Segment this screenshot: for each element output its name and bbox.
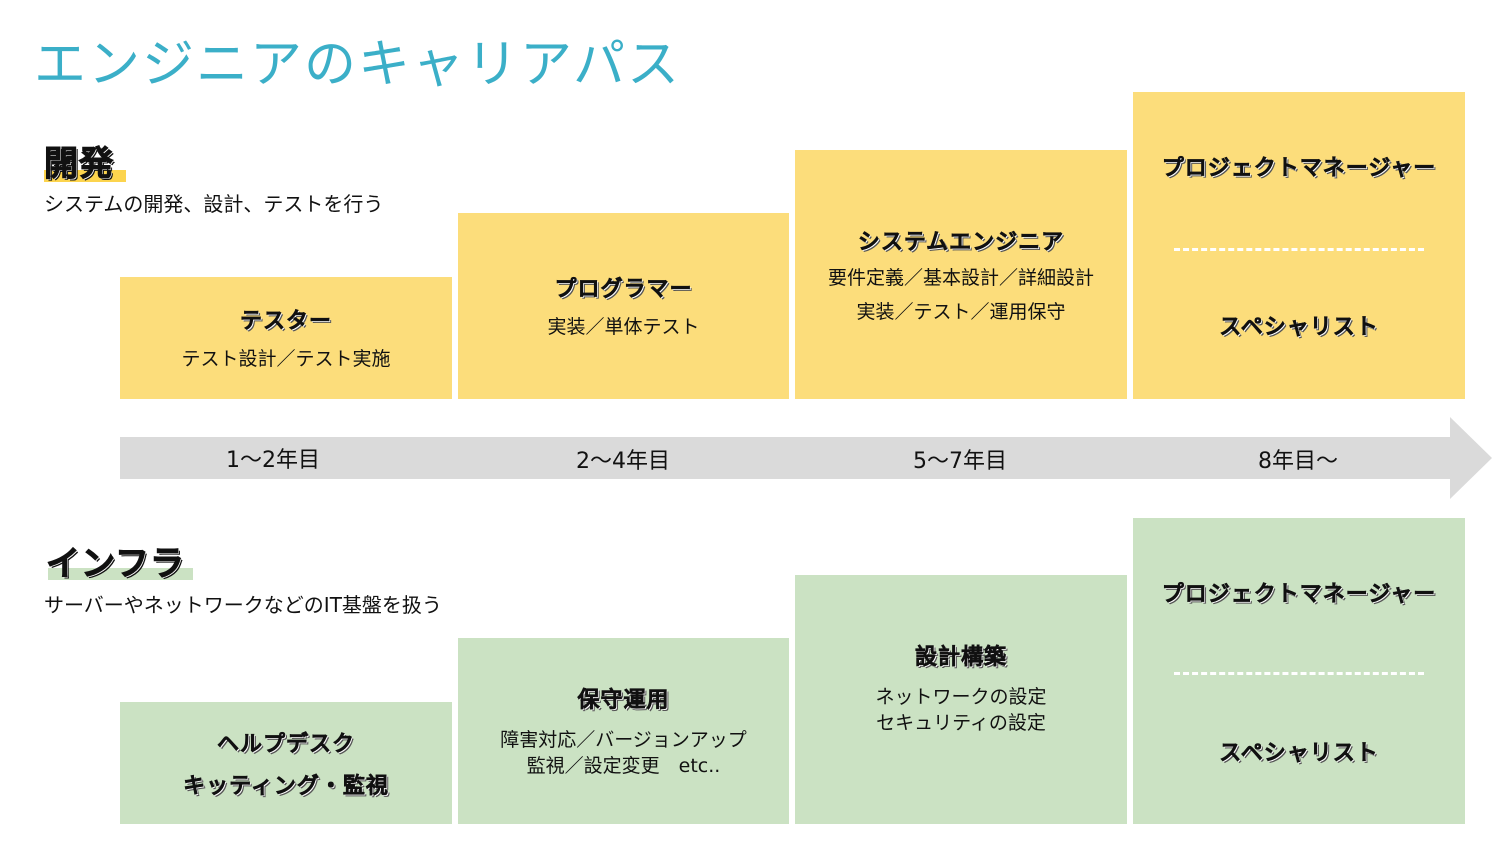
- dev-stage-system-engineer: システムエンジニア 要件定義／基本設計／詳細設計 実装／テスト／運用保守: [795, 150, 1127, 399]
- dashed-divider: [1174, 671, 1424, 675]
- dev-stage-pm-specialist: プロジェクトマネージャー スペシャリスト: [1133, 92, 1465, 399]
- role-detail: テスト設計／テスト実施: [181, 348, 391, 371]
- timeline-label-4: 8年目〜: [1258, 449, 1338, 474]
- infra-heading: インフラ: [46, 544, 185, 585]
- role-label-specialist: スペシャリスト: [1219, 315, 1379, 341]
- role-detail: 実装／単体テスト: [547, 316, 700, 339]
- infra-heading-underline: [48, 568, 193, 580]
- role-detail: 実装／テスト／運用保守: [856, 300, 1066, 323]
- role-label: テスター: [239, 309, 332, 335]
- dev-heading-underline: [44, 170, 126, 182]
- role-detail: セキュリティの設定: [876, 711, 1046, 734]
- dev-heading: 開発: [44, 144, 114, 185]
- dev-stage-tester: テスター テスト設計／テスト実施: [120, 277, 452, 399]
- role-detail: 要件定義／基本設計／詳細設計: [827, 266, 1094, 289]
- dashed-divider: [1174, 248, 1424, 251]
- infra-stage-maintenance: 保守運用 障害対応／バージョンアップ 監視／設定変更 etc..: [458, 638, 789, 824]
- role-detail: 監視／設定変更 etc..: [526, 755, 721, 777]
- role-label: 保守運用: [577, 688, 670, 714]
- infra-stage-design-build: 設計構築 ネットワークの設定 セキュリティの設定: [795, 575, 1127, 824]
- timeline-label-1: 1〜2年目: [226, 448, 320, 473]
- role-label: キッティング・監視: [183, 774, 389, 800]
- role-label: 設計構築: [914, 645, 1007, 671]
- role-label-specialist: スペシャリスト: [1219, 740, 1379, 766]
- infra-stage-pm-specialist: プロジェクトマネージャー スペシャリスト: [1133, 518, 1465, 824]
- role-detail: ネットワークの設定: [875, 686, 1047, 708]
- role-label-pm: プロジェクトマネージャー: [1161, 156, 1437, 182]
- role-label: ヘルプデスク: [216, 732, 355, 758]
- timeline-label-3: 5〜7年目: [913, 449, 1007, 474]
- role-detail: 障害対応／バージョンアップ: [500, 729, 747, 752]
- timeline-label-2: 2〜4年目: [576, 449, 670, 474]
- dev-stage-programmer: プログラマー 実装／単体テスト: [458, 213, 789, 399]
- page-title: エンジニアのキャリアパス: [34, 35, 681, 95]
- dev-description: システムの開発、設計、テストを行う: [44, 192, 384, 216]
- role-label-pm: プロジェクトマネージャー: [1161, 581, 1437, 607]
- infra-stage-helpdesk: ヘルプデスク キッティング・監視: [120, 702, 452, 824]
- role-label: システムエンジニア: [857, 229, 1065, 256]
- infra-description: サーバーやネットワークなどのIT基盤を扱う: [44, 593, 442, 617]
- role-label: プログラマー: [554, 277, 693, 303]
